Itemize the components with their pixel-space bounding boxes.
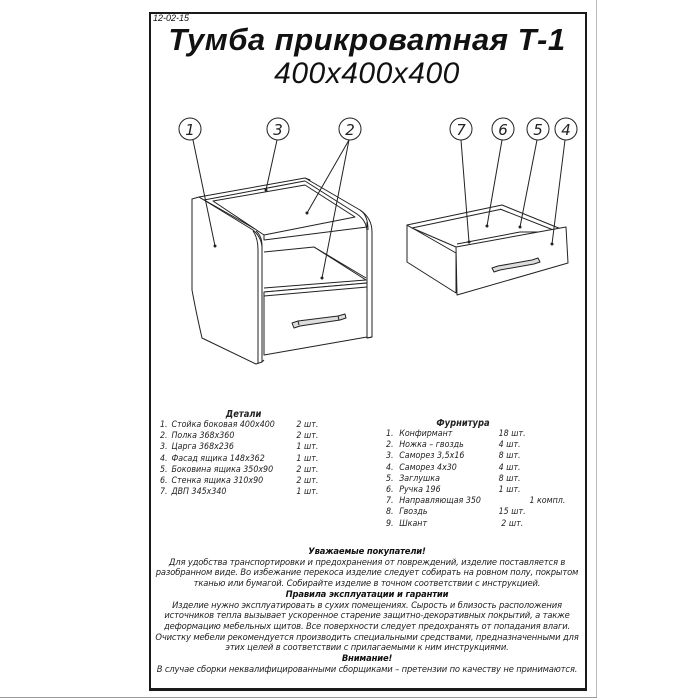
warning-line: В случае сборки неквалифицированными сбо… bbox=[156, 663, 578, 674]
page-edge-right bbox=[596, 0, 597, 698]
callout-4: 4 bbox=[561, 121, 571, 139]
hardware-header: Фурнитура bbox=[436, 418, 490, 429]
page-edge-bottom bbox=[0, 697, 597, 698]
document-date: 12-02-15 bbox=[153, 13, 190, 23]
callout-3: 3 bbox=[273, 121, 283, 139]
rules-line: Изделие нужно эксплуатировать в сухих по… bbox=[172, 599, 562, 610]
callout-1: 1 bbox=[185, 121, 195, 139]
callout-5: 5 bbox=[533, 121, 543, 139]
rules-header: Правила эксплуатации и гарантии bbox=[285, 588, 449, 599]
document-dimensions: 400x400x400 bbox=[274, 57, 460, 90]
rules-line: деформацию мебельных щитов. Все поверхно… bbox=[163, 620, 571, 631]
callout-2: 2 bbox=[345, 121, 355, 139]
notes-section: Уважаемые покупатели! Для удобства транс… bbox=[152, 546, 582, 674]
rules-line: этих целей в соответствии с прилагаемыми… bbox=[225, 642, 509, 653]
buyers-line: разобранном виде. Во избежание перекоса … bbox=[155, 567, 579, 578]
buyers-line: Для удобства транспортировки и предохран… bbox=[168, 556, 566, 567]
rules-line: источников тепла вызывает ускоренное ста… bbox=[164, 610, 570, 621]
parts-header: Детали bbox=[225, 409, 262, 420]
buyers-line: тканью или бумагой. Собирайте изделие в … bbox=[193, 578, 541, 589]
callout-6: 6 bbox=[498, 121, 508, 139]
nightstand-drawing bbox=[178, 117, 373, 365]
warning-header: Внимание! bbox=[341, 653, 393, 664]
drawer-drawing bbox=[406, 117, 578, 296]
buyers-header: Уважаемые покупатели! bbox=[308, 546, 426, 556]
rules-line: Очистку мебели рекомендуется производить… bbox=[155, 631, 579, 642]
drawing-frame bbox=[149, 12, 587, 691]
document-title: Тумба прикроватная Т-1 bbox=[168, 22, 566, 57]
callout-7: 7 bbox=[456, 121, 466, 139]
